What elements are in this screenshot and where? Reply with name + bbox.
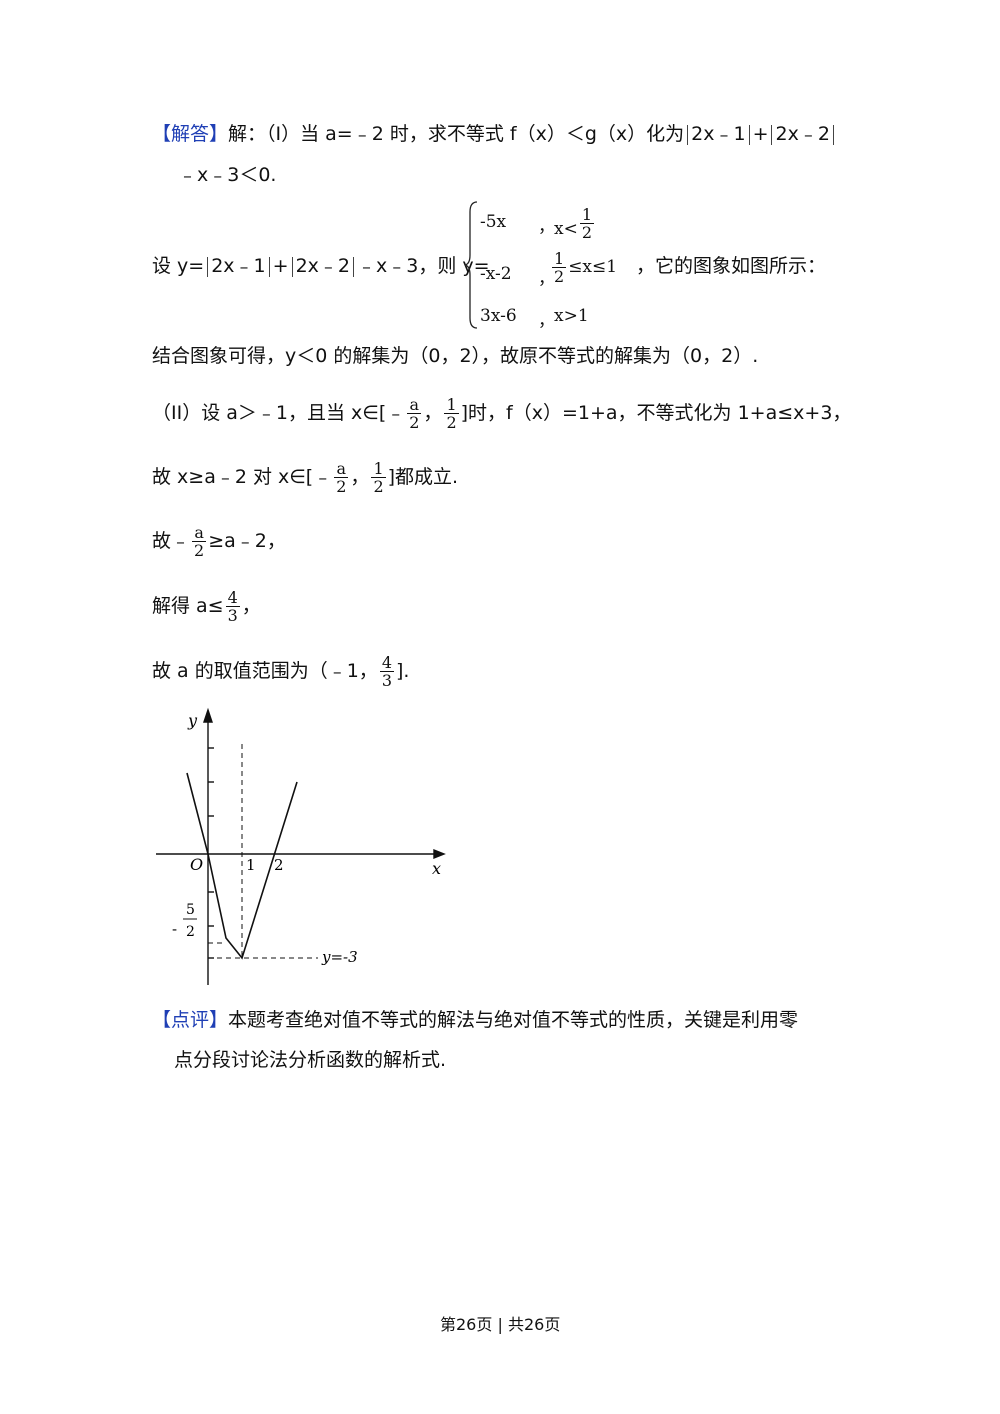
set-y-abs-2: 2x﹣2 — [295, 255, 350, 277]
set-y-abs-1: 2x﹣1 — [211, 255, 266, 277]
range-frac-num: 4 — [379, 653, 394, 672]
page-footer: 第26页 | 共26页 — [440, 1311, 560, 1335]
hline-label: y=-3 — [321, 948, 358, 966]
pw3-cond: x>1 — [554, 306, 589, 326]
answer-tag: 【解答】 — [152, 123, 229, 145]
abs-term-1: 2x﹣1 — [691, 123, 746, 145]
set-y-mid: ﹣x﹣3，则 y= — [356, 255, 490, 277]
pw1-frac-den: 2 — [581, 223, 593, 242]
part1-intro: 解：（I）当 a=﹣2 时，求不等式 f（x）＜g（x）化为 — [228, 123, 685, 145]
graph-figure: y x O 1 2 - 5 2 y=-3 — [156, 707, 446, 985]
range-b: ]. — [396, 660, 410, 682]
origin-label: O — [190, 855, 203, 874]
piecewise-row-3: 3x-6 ， x>1 — [480, 306, 589, 331]
x-axis-arrow — [433, 848, 446, 860]
part2-b: ]时，f（x）=1+a，不等式化为 1+a≤x+3， — [460, 402, 852, 424]
gu-frac-den: 2 — [194, 541, 205, 560]
pw1-cond: x< — [554, 219, 578, 239]
part2-frac-half-num: 1 — [444, 395, 459, 414]
range-frac-den: 3 — [381, 671, 392, 690]
part2-comma: ， — [423, 402, 443, 424]
pw1-frac-num: 1 — [579, 205, 595, 224]
hence-frac-a-den: 2 — [336, 477, 347, 496]
footer-sep: | — [497, 1315, 503, 1334]
comment-tag: 【点评】 — [152, 1009, 229, 1031]
abs-plus: + — [752, 123, 769, 145]
tick-2-label: 2 — [274, 856, 284, 874]
pw2-cond: ≤x≤1 — [568, 257, 618, 277]
set-y-plus: + — [272, 255, 289, 277]
footer-total: 共26页 — [507, 1315, 561, 1334]
pw3-expr: 3x-6 — [480, 306, 517, 326]
pw2-expr: -x-2 — [480, 264, 512, 284]
hence-b: ]都成立. — [387, 466, 459, 488]
comment-1: 本题考查绝对值不等式的解法与绝对值不等式的性质，关键是利用零 — [228, 1009, 799, 1031]
pw2-frac-den: 2 — [554, 267, 565, 286]
neg-sign: - — [172, 920, 177, 938]
frac-52-den: 2 — [186, 924, 195, 940]
comment-line-1: 【点评】本题考查绝对值不等式的解法与绝对值不等式的性质，关键是利用零 — [152, 1008, 798, 1032]
solve-frac-den: 3 — [227, 606, 238, 625]
part1-tail: ﹣x﹣3＜0. — [178, 164, 277, 186]
part2-a: （II）设 a＞﹣1，且当 x∈[﹣ — [152, 402, 406, 424]
gu-a: 故﹣ — [152, 530, 191, 552]
solve-frac-num: 4 — [225, 588, 240, 607]
set-y-prefix: 设 y= — [152, 255, 205, 277]
pw2-frac-num: 1 — [552, 249, 567, 268]
piecewise-brace — [464, 201, 478, 329]
answer-line-1: 【解答】解：（I）当 a=﹣2 时，求不等式 f（x）＜g（x）化为 2x﹣1 +2… — [152, 122, 837, 146]
abs-term-2: 2x﹣2 — [775, 123, 830, 145]
hence-frac-half-num: 1 — [371, 459, 386, 478]
solve-a: 解得 a≤ — [152, 595, 224, 617]
range-a: 故 a 的取值范围为（﹣1， — [152, 660, 378, 682]
gu-frac-num: a — [192, 524, 207, 542]
solve-b: ， — [241, 595, 261, 617]
x-axis-label: x — [432, 859, 441, 878]
part2-frac-a-den: 2 — [409, 413, 420, 432]
hence-a: 故 x≥a﹣2 对 x∈[﹣ — [152, 466, 333, 488]
tick-1-label: 1 — [246, 856, 256, 874]
hence-comma: ， — [350, 466, 370, 488]
conclusion-1: 结合图象可得，y＜0 的解集为（0，2），故原不等式的解集为（0，2）. — [152, 345, 759, 367]
part2-frac-half-den: 2 — [446, 413, 457, 432]
hence-frac-a-num: a — [334, 460, 349, 478]
gu-b: ≥a﹣2， — [208, 530, 286, 552]
set-y-line: 设 y= 2x﹣1 +2x﹣2 ﹣x﹣3，则 y= — [152, 254, 490, 278]
frac-52-num: 5 — [186, 902, 195, 918]
function-curve — [186, 772, 298, 960]
part2-frac-a-num: a — [407, 396, 422, 414]
y-axis-label: y — [187, 711, 198, 730]
comment-2: 点分段讨论法分析函数的解析式. — [174, 1049, 447, 1071]
hence-frac-half-den: 2 — [373, 477, 384, 496]
footer-page: 第26页 — [440, 1315, 493, 1334]
y-axis-arrow — [203, 707, 213, 723]
pw1-expr: -5x — [480, 212, 507, 232]
graph-note: ，它的图象如图所示： — [636, 255, 827, 277]
